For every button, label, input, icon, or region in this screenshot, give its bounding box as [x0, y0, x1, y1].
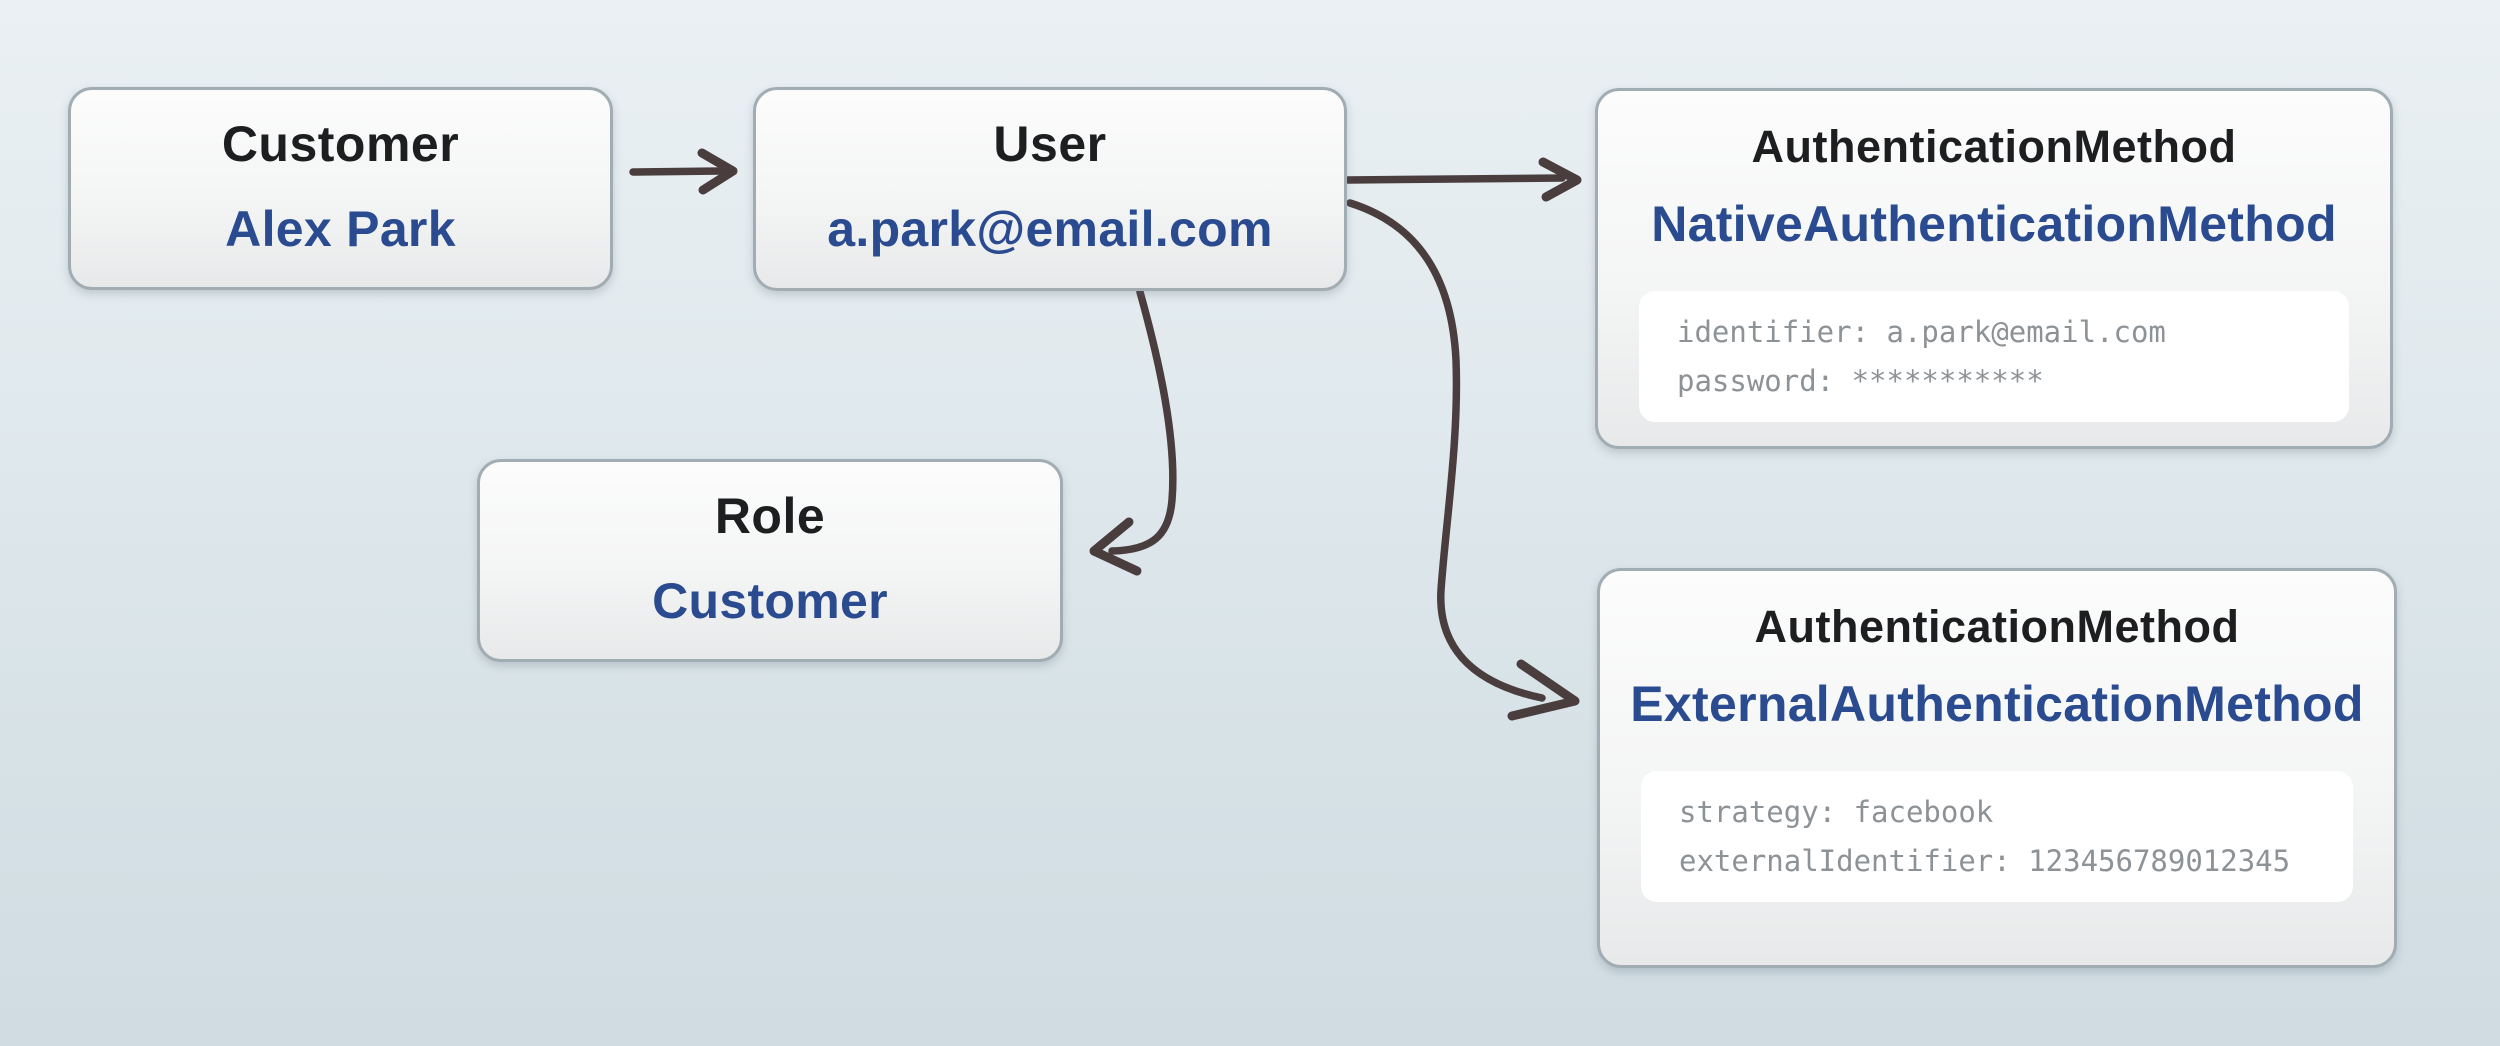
node-value: a.park@email.com: [827, 201, 1273, 257]
field-line: password: ***********: [1677, 363, 2044, 398]
fields-panel: identifier: a.park@email.com password: *…: [1639, 290, 2349, 423]
arrow-head-icon: [1538, 157, 1582, 202]
fields-panel: strategy: facebook externalIdentifier: 1…: [1641, 770, 2353, 903]
arrow-user-to-external-auth: [1346, 199, 1580, 721]
arrow-head-icon: [697, 148, 738, 195]
arrow-shaft: [629, 167, 726, 176]
node-subtitle: NativeAuthenticationMethod: [1651, 195, 2337, 252]
node-title: AuthenticationMethod: [1754, 601, 2240, 652]
arrow-user-to-role: [1089, 288, 1177, 576]
node-value: Customer: [652, 572, 888, 629]
node-title: AuthenticationMethod: [1751, 121, 2237, 172]
arrow-shaft: [1344, 174, 1566, 184]
node-title: User: [993, 116, 1107, 172]
field-line: identifier: a.park@email.com: [1677, 314, 2166, 349]
node-external-authentication-method: AuthenticationMethod ExternalAuthenticat…: [1597, 568, 2397, 968]
arrow-head-icon: [1089, 517, 1142, 576]
node-title: Role: [714, 487, 826, 544]
node-native-authentication-method: AuthenticationMethod NativeAuthenticatio…: [1595, 88, 2393, 449]
node-role: Role Customer: [477, 459, 1063, 662]
node-customer: Customer Alex Park: [68, 87, 613, 290]
field-line: strategy: facebook: [1679, 794, 1994, 829]
arrow-head-icon: [1507, 659, 1580, 721]
node-subtitle: ExternalAuthenticationMethod: [1630, 675, 2364, 732]
field-line: externalIdentifier: 123456789012345: [1679, 843, 2291, 878]
node-value: Alex Park: [225, 200, 456, 257]
arrow-user-to-native-auth: [1344, 157, 1582, 202]
arrow-shaft: [1108, 288, 1177, 555]
node-user: User a.park@email.com: [753, 87, 1347, 291]
node-title: Customer: [221, 115, 460, 172]
arrow-customer-to-user: [629, 148, 738, 195]
arrow-shaft: [1346, 199, 1546, 702]
